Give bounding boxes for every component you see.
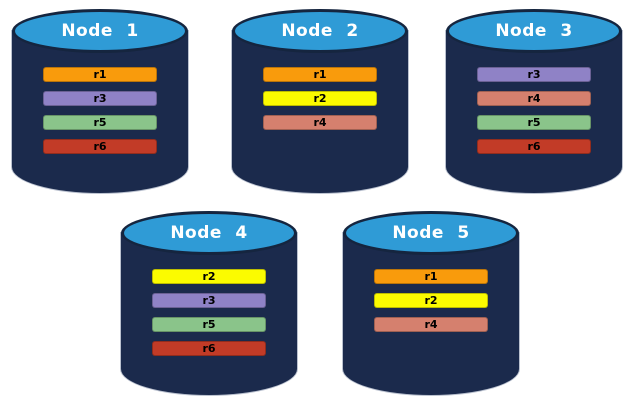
cylinder-top-ellipse: Node 4 — [121, 211, 297, 255]
cylinder-body — [446, 31, 622, 193]
replica-bar-r5: r5 — [152, 317, 266, 332]
cylinder-body — [12, 31, 188, 193]
cylinder-top-ellipse: Node 3 — [446, 9, 622, 53]
replica-bar-r1: r1 — [43, 67, 157, 82]
replica-bar-r3: r3 — [43, 91, 157, 106]
replica-bar-r4: r4 — [477, 91, 591, 106]
cylinder-body — [232, 31, 408, 193]
database-node-2: Node 2 r1 r2 r4 — [232, 9, 408, 193]
cylinder-top-ellipse: Node 5 — [343, 211, 519, 255]
replica-bar-r2: r2 — [263, 91, 377, 106]
cylinder-body — [343, 233, 519, 395]
node-title: Node 4 — [170, 223, 248, 243]
node-title: Node 1 — [61, 21, 139, 41]
replica-list: r3 r4 r5 r6 — [446, 67, 622, 154]
replica-list: r1 r3 r5 r6 — [12, 67, 188, 154]
replica-bar-r1: r1 — [374, 269, 488, 284]
replica-bar-r2: r2 — [374, 293, 488, 308]
cylinder-top-ellipse: Node 1 — [12, 9, 188, 53]
replica-bar-r3: r3 — [477, 67, 591, 82]
replica-list: r2 r3 r5 r6 — [121, 269, 297, 356]
replica-bar-r4: r4 — [374, 317, 488, 332]
database-node-4: Node 4 r2 r3 r5 r6 — [121, 211, 297, 395]
replica-bar-r5: r5 — [43, 115, 157, 130]
node-title: Node 2 — [281, 21, 359, 41]
replica-bar-r6: r6 — [152, 341, 266, 356]
database-node-1: Node 1 r1 r3 r5 r6 — [12, 9, 188, 193]
replica-list: r1 r2 r4 — [232, 67, 408, 130]
database-node-5: Node 5 r1 r2 r4 — [343, 211, 519, 395]
replica-list: r1 r2 r4 — [343, 269, 519, 332]
replica-bar-r4: r4 — [263, 115, 377, 130]
cylinder-top-ellipse: Node 2 — [232, 9, 408, 53]
node-title: Node 5 — [392, 223, 470, 243]
database-node-3: Node 3 r3 r4 r5 r6 — [446, 9, 622, 193]
replica-bar-r6: r6 — [43, 139, 157, 154]
replica-bar-r6: r6 — [477, 139, 591, 154]
cylinder-body — [121, 233, 297, 395]
replica-bar-r2: r2 — [152, 269, 266, 284]
node-title: Node 3 — [495, 21, 573, 41]
replica-bar-r5: r5 — [477, 115, 591, 130]
replica-bar-r3: r3 — [152, 293, 266, 308]
replica-bar-r1: r1 — [263, 67, 377, 82]
